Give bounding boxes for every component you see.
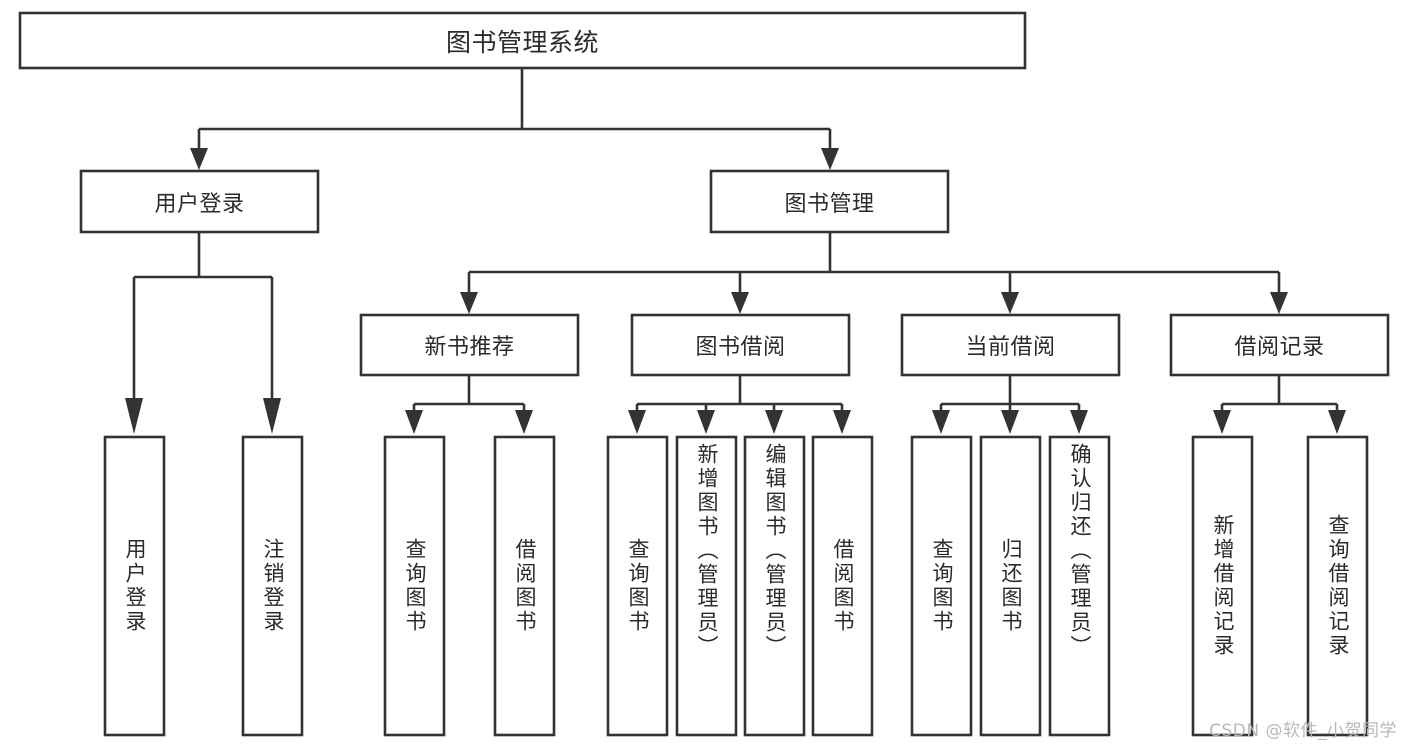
connector-book-manage-to-level3: [460, 232, 1288, 314]
node-root-box[interactable]: [18, 11, 1027, 70]
leaf-borrow-book-1-box[interactable]: [493, 435, 556, 737]
leaf-query-book-3-box[interactable]: [910, 435, 973, 737]
leaf-logout-box[interactable]: [241, 435, 304, 737]
leaf-add-book-box[interactable]: [675, 435, 738, 737]
node-borrow-record-box[interactable]: [1169, 313, 1390, 377]
node-user-login-box[interactable]: [79, 169, 320, 234]
connector-current-borrow-to-leaves: [932, 375, 1088, 434]
connector-user-login-to-leaves: [125, 232, 281, 434]
leaf-query-book-1-box[interactable]: [383, 435, 446, 737]
leaf-return-book-box[interactable]: [979, 435, 1042, 737]
connector-book-borrow-to-leaves: [628, 375, 851, 434]
leaf-borrow-book-2-box[interactable]: [811, 435, 874, 737]
connector-root-to-level2: [190, 68, 839, 170]
leaf-add-record-box[interactable]: [1191, 435, 1254, 737]
node-new-book-recommend-box[interactable]: [359, 313, 580, 377]
leaf-user-login-box[interactable]: [103, 435, 166, 737]
connector-new-book-recommend-to-leaves: [405, 375, 533, 434]
connector-borrow-record-to-leaves: [1213, 375, 1346, 434]
node-book-borrow-box[interactable]: [630, 313, 851, 377]
leaf-query-record-box[interactable]: [1306, 435, 1369, 737]
node-current-borrow-box[interactable]: [900, 313, 1121, 377]
watermark-text: CSDN @软件_小贺同学: [1209, 721, 1397, 741]
node-book-manage-box[interactable]: [709, 169, 950, 234]
leaf-query-book-2-box[interactable]: [606, 435, 669, 737]
leaf-confirm-return-box[interactable]: [1048, 435, 1111, 737]
leaf-edit-book-box[interactable]: [743, 435, 806, 737]
